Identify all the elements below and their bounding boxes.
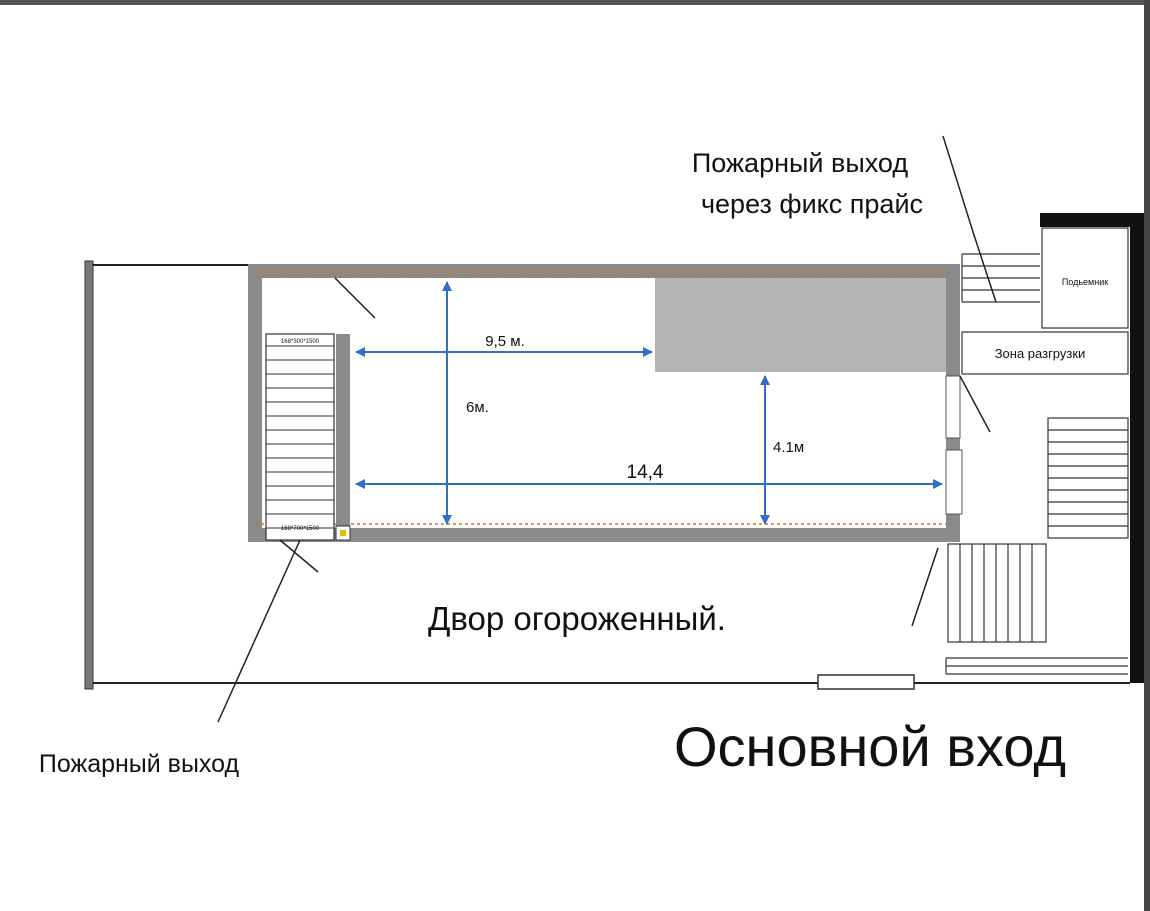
top-frame-edge — [0, 0, 1150, 5]
right-door-upper — [945, 375, 961, 439]
right-frame-edge — [1144, 0, 1150, 911]
stair-tag-top: 168*300*1500 — [281, 339, 320, 345]
fire-exit-bottom-label: Пожарный выход — [39, 750, 240, 778]
entrance-steps — [945, 657, 1128, 675]
hall-bottom-wall — [248, 528, 950, 542]
hall-left-wall — [248, 264, 262, 542]
fire-exit-bottom-leader — [217, 539, 301, 723]
right-staircase-upper — [1047, 417, 1129, 539]
lift-label: Подьемник — [1062, 277, 1108, 287]
left-staircase — [265, 333, 351, 541]
stair-tag-bottom: 168*700*1500 — [281, 526, 320, 532]
dimension-label-height-right: 4.1м — [773, 439, 804, 456]
fire-exit-top-leader-2 — [972, 231, 997, 303]
fire-exit-top-leader — [942, 135, 974, 233]
hall-top-wall — [248, 264, 950, 278]
right-door-swing — [959, 375, 991, 433]
lift-room — [1041, 227, 1129, 329]
annex-right-black-wall — [1130, 213, 1144, 683]
fire-exit-top-label-line2: через фикс прайс — [701, 189, 923, 219]
right-door-lower — [945, 449, 963, 515]
bottom-left-door-swing — [279, 539, 319, 573]
top-left-door-swing — [334, 277, 376, 319]
main-gate — [817, 674, 915, 690]
main-entrance-label: Основной вход — [674, 715, 1066, 778]
yard-label: Двор огороженный. — [428, 600, 726, 637]
dimension-label-length: 14,4 — [627, 462, 664, 483]
yard-left-wall — [84, 260, 94, 690]
unloading-zone — [961, 331, 1129, 375]
dimension-label-height-left: 6м. — [466, 399, 489, 416]
annex-top-black-wall — [1040, 213, 1144, 227]
top-right-stairs — [961, 253, 1040, 303]
right-staircase-lower — [947, 543, 1047, 643]
unloading-zone-label: Зона разгрузки — [995, 346, 1086, 361]
storage-block — [655, 278, 946, 372]
fire-exit-top-label-line1: Пожарный выход — [692, 148, 908, 178]
entrance-door-swing — [911, 547, 939, 627]
dimension-label-width-top: 9,5 м. — [485, 333, 525, 350]
